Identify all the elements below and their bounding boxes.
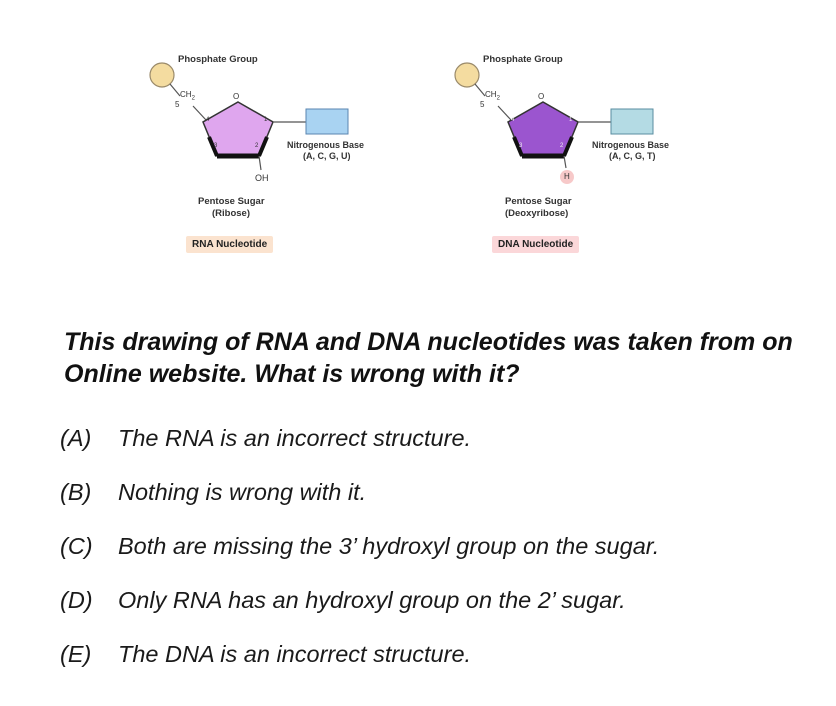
rna-nucleotide-drawing bbox=[149, 62, 349, 171]
rna-oh-bond bbox=[258, 155, 262, 171]
option-e-text: The DNA is an incorrect structure. bbox=[118, 641, 472, 667]
dna-phosphate-circle bbox=[454, 62, 480, 88]
dna-ch2-subscript: 2 bbox=[496, 95, 500, 102]
dna-h-bond bbox=[563, 155, 567, 169]
nucleotide-diagram: Phosphate Group CH2 5 O 4 1 3 2 Nitrogen… bbox=[0, 0, 836, 280]
option-c-text: Both are missing the 3’ hydroxyl group o… bbox=[118, 533, 660, 559]
dna-phosphate-label: Phosphate Group bbox=[483, 54, 563, 65]
dna-base-list: (A, C, G, T) bbox=[609, 151, 656, 161]
option-d[interactable]: (D) Only RNA has an hydroxyl group on th… bbox=[60, 587, 820, 641]
option-b-letter: (B) bbox=[60, 479, 92, 505]
rna-phosphate-label: Phosphate Group bbox=[178, 54, 258, 65]
rna-base-label: Nitrogenous Base bbox=[287, 140, 365, 150]
option-d-text: Only RNA has an hydroxyl group on the 2’… bbox=[118, 587, 626, 613]
dna-ring-oxygen-label: O bbox=[538, 92, 545, 101]
dna-h-label: H bbox=[564, 172, 570, 181]
option-c-letter: (C) bbox=[60, 533, 93, 559]
nucleotide-drawings bbox=[149, 62, 654, 184]
dna-nucleotide-drawing bbox=[454, 62, 654, 184]
dna-base-label: Nitrogenous Base bbox=[592, 140, 670, 150]
dna-carbon4-label: 4 bbox=[511, 117, 515, 123]
option-b-text: Nothing is wrong with it. bbox=[118, 479, 367, 505]
option-e-letter: (E) bbox=[60, 641, 92, 667]
rna-carbon5-label: 5 bbox=[175, 100, 180, 109]
rna-carbon3-label: 3 bbox=[214, 143, 218, 149]
dna-sugar-label: Pentose Sugar bbox=[505, 196, 572, 207]
rna-carbon4-label: 4 bbox=[206, 117, 210, 123]
dna-ch2-text: CH bbox=[485, 90, 497, 99]
option-a[interactable]: (A) The RNA is an incorrect structure. bbox=[60, 425, 820, 479]
option-a-letter: (A) bbox=[60, 425, 92, 451]
rna-carbon1-label: 1 bbox=[264, 117, 268, 123]
dna-phosphate-bond bbox=[474, 83, 486, 97]
question-text: This drawing of RNA and DNA nucleotides … bbox=[64, 328, 793, 388]
rna-base-list: (A, C, G, U) bbox=[303, 151, 351, 161]
dna-sugar-name: (Deoxyribose) bbox=[505, 208, 569, 219]
rna-ch2-text: CH bbox=[180, 90, 192, 99]
rna-tag: RNA Nucleotide bbox=[186, 236, 274, 253]
dna-h-highlight bbox=[560, 170, 574, 184]
rna-phosphate-bond bbox=[169, 83, 181, 97]
option-b[interactable]: (B) Nothing is wrong with it. bbox=[60, 479, 820, 533]
rna-phosphate-circle bbox=[149, 62, 175, 88]
dna-carbon2-label: 2 bbox=[560, 143, 564, 149]
option-a-text: The RNA is an incorrect structure. bbox=[118, 425, 472, 451]
dna-carbon1-label: 1 bbox=[569, 117, 573, 123]
rna-ring-left-bold bbox=[207, 136, 219, 157]
dna-ring-right-bold bbox=[562, 136, 574, 157]
rna-ch2-label: CH2 bbox=[180, 90, 195, 102]
rna-base-box bbox=[305, 108, 349, 135]
option-d-letter: (D) bbox=[60, 587, 93, 613]
dna-ch2-label: CH2 bbox=[485, 90, 500, 102]
rna-ch2-subscript: 2 bbox=[191, 95, 195, 102]
rna-sugar-label: Pentose Sugar bbox=[198, 196, 265, 207]
option-e[interactable]: (E) The DNA is an incorrect structure. bbox=[60, 641, 820, 695]
dna-ring-left-bold bbox=[512, 136, 524, 157]
answer-options: (A) The RNA is an incorrect structure. (… bbox=[60, 425, 820, 695]
dna-carbon5-label: 5 bbox=[480, 100, 485, 109]
rna-carbon2-label: 2 bbox=[255, 143, 259, 149]
rna-ch2-bond bbox=[192, 105, 207, 121]
dna-base-box bbox=[610, 108, 654, 135]
dna-ch2-bond bbox=[497, 105, 512, 121]
dna-tag: DNA Nucleotide bbox=[492, 236, 580, 253]
rna-ring-right-bold bbox=[257, 136, 269, 157]
rna-oh-label: OH bbox=[255, 173, 269, 183]
option-c[interactable]: (C) Both are missing the 3’ hydroxyl gro… bbox=[60, 533, 820, 587]
rna-ring-oxygen-label: O bbox=[233, 92, 240, 101]
dna-carbon3-label: 3 bbox=[519, 143, 523, 149]
rna-sugar-name: (Ribose) bbox=[212, 208, 250, 219]
